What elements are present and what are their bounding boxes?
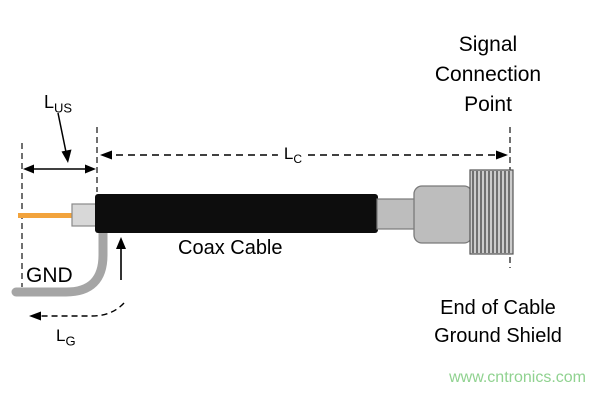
ground-wire — [11, 217, 108, 297]
lg-dimension-label: LG — [56, 326, 76, 348]
gnd-label: GND — [26, 264, 73, 287]
connector-body — [413, 185, 473, 244]
lus-sub: US — [54, 100, 73, 116]
knurled-nut-ribs — [472, 171, 510, 253]
lc-main: L — [283, 143, 294, 163]
lc-sub: C — [293, 152, 303, 167]
end-of-cable-ground-shield-label: End of Cable Ground Shield — [434, 294, 562, 350]
lc-arrowhead-right — [496, 150, 508, 160]
connector-neck — [376, 198, 418, 230]
lus-arrowhead-right — [85, 164, 96, 174]
scp-line2: Connection — [434, 63, 542, 86]
lg-arrowhead-left — [29, 311, 41, 321]
lg-dimension-line — [34, 302, 125, 317]
lg-sub: G — [65, 333, 76, 349]
watermark-text: www.cntronics.com — [449, 369, 586, 386]
lus-main: L — [44, 92, 55, 112]
lg-main: L — [56, 326, 66, 345]
signal-connection-point-label: Signal Connection Point — [435, 30, 541, 120]
lus-arrowhead-left — [23, 164, 34, 174]
coax-cable-body — [95, 194, 378, 233]
scp-line3: Point — [464, 93, 512, 116]
lc-dimension-label: LC — [277, 143, 309, 167]
scp-line1: Signal — [458, 33, 518, 56]
eoc-line1: End of Cable — [440, 297, 556, 319]
signal-wire — [18, 213, 80, 218]
eoc-line2: Ground Shield — [434, 325, 562, 347]
coax-cable-label: Coax Cable — [178, 237, 283, 259]
lus-pointer-line — [57, 112, 67, 153]
lus-pointer-arrowhead — [61, 149, 72, 163]
lus-dimension-label: LUS — [44, 92, 72, 116]
ground-shield-pointer-arrowhead — [116, 237, 126, 249]
lc-arrowhead-left — [100, 150, 112, 160]
cable-ferrule — [71, 203, 99, 227]
